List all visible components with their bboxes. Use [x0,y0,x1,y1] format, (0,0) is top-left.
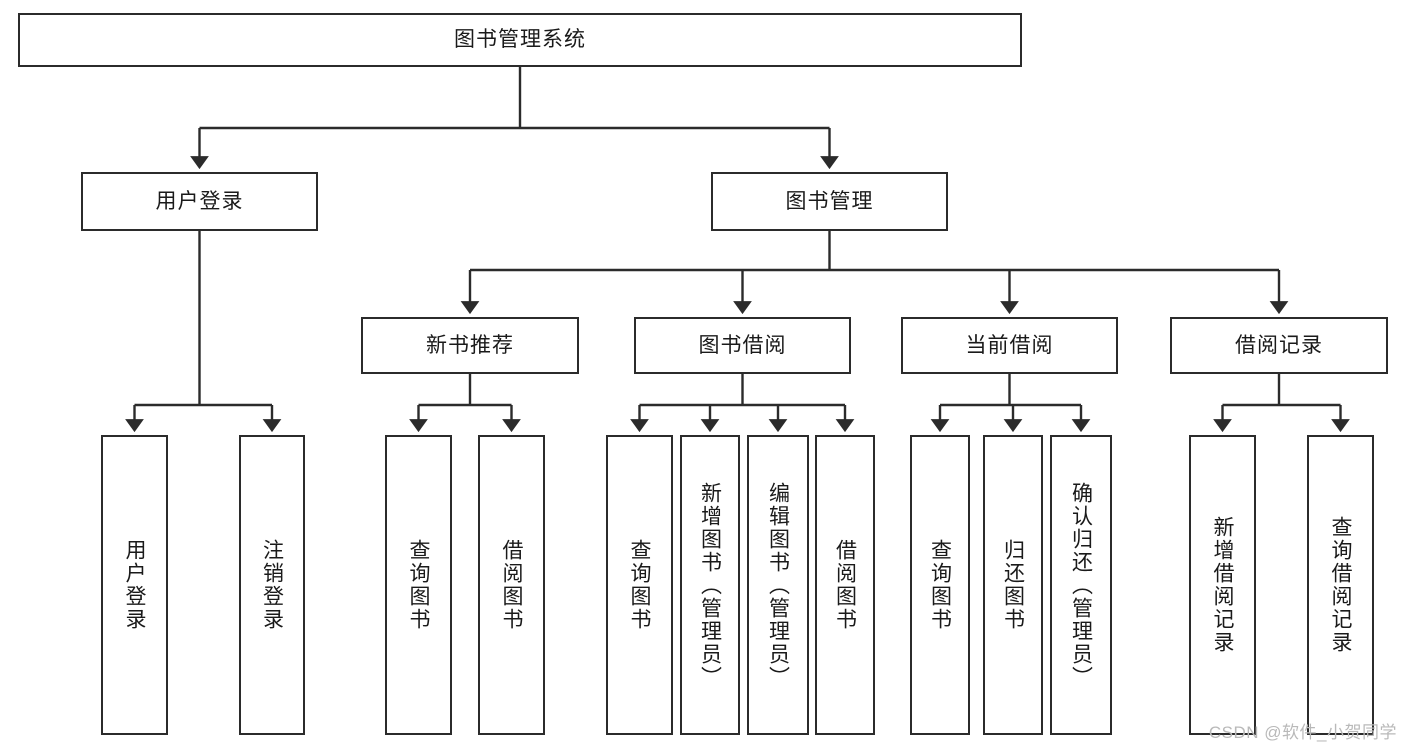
node-label: 编辑图书（管理员） [766,481,790,689]
node-root[interactable]: 图书管理系统 [18,13,1022,67]
node-label: 确认归还（管理员） [1069,481,1093,689]
node-label: 用户登录 [123,539,147,631]
node-label: 借阅记录 [1235,333,1323,357]
node-label: 查询图书 [928,539,952,631]
node-l2_1[interactable]: 图书借阅 [634,317,851,374]
node-label: 新书推荐 [426,333,514,357]
node-l2_2[interactable]: 当前借阅 [901,317,1118,374]
node-label: 借阅图书 [833,539,857,631]
node-label: 注销登录 [260,539,284,631]
node-label: 新增图书（管理员） [698,481,722,689]
node-label: 归还图书 [1001,539,1025,631]
node-l1_0[interactable]: 用户登录 [81,172,318,231]
node-label: 用户登录 [155,189,244,213]
node-label: 新增借阅记录 [1211,516,1235,654]
node-l3_e1[interactable]: 查询借阅记录 [1307,435,1374,735]
node-l3_a0[interactable]: 用户登录 [101,435,168,735]
node-label: 查询图书 [628,539,652,631]
node-l3_e0[interactable]: 新增借阅记录 [1189,435,1256,735]
node-l3_d2[interactable]: 确认归还（管理员） [1050,435,1112,735]
node-l3_d0[interactable]: 查询图书 [910,435,970,735]
node-label: 图书管理系统 [454,28,586,52]
node-l2_0[interactable]: 新书推荐 [361,317,579,374]
node-l3_c1[interactable]: 新增图书（管理员） [680,435,740,735]
node-label: 图书管理 [785,189,874,213]
node-l3_c3[interactable]: 借阅图书 [815,435,875,735]
node-l2_3[interactable]: 借阅记录 [1170,317,1388,374]
node-l3_c2[interactable]: 编辑图书（管理员） [747,435,809,735]
node-l3_a1[interactable]: 注销登录 [239,435,305,735]
node-l3_b0[interactable]: 查询图书 [385,435,452,735]
node-l3_c0[interactable]: 查询图书 [606,435,673,735]
node-label: 查询图书 [407,539,431,631]
node-label: 当前借阅 [965,333,1054,357]
watermark-text: CSDN @软件_小贺同学 [1208,723,1397,742]
node-l1_1[interactable]: 图书管理 [711,172,948,231]
node-label: 图书借阅 [698,333,787,357]
node-label: 查询借阅记录 [1329,516,1353,654]
node-label: 借阅图书 [500,539,524,631]
node-l3_d1[interactable]: 归还图书 [983,435,1043,735]
node-l3_b1[interactable]: 借阅图书 [478,435,545,735]
